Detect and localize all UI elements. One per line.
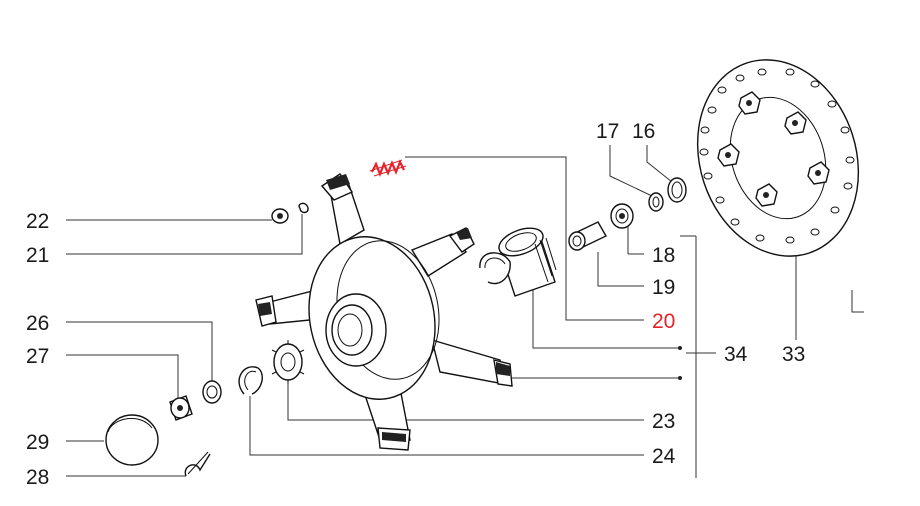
label-23: 23 [652, 410, 675, 433]
leader-16 [646, 145, 673, 183]
label-28: 28 [26, 466, 49, 489]
leader-34a [532, 290, 680, 349]
split-ring [479, 252, 511, 285]
label-16: 16 [632, 120, 655, 143]
leader-24 [249, 396, 644, 456]
nut-27 [169, 395, 193, 421]
gear-23 [271, 340, 305, 384]
disc-mount-bolts [717, 91, 830, 207]
spring-20 [369, 159, 407, 177]
sleeve-bushing [498, 227, 557, 297]
leader-17 [609, 145, 653, 197]
leader-dot-34a [678, 346, 682, 350]
label-29: 29 [26, 431, 49, 454]
nut-26 [202, 380, 222, 404]
bushing-19 [568, 221, 607, 251]
label-24: 24 [652, 445, 676, 468]
main-hub-spider [255, 173, 513, 451]
leader-19 [597, 252, 644, 287]
part-labels: 22 21 26 27 29 28 17 16 18 19 20 34 33 2… [26, 120, 805, 489]
label-18: 18 [652, 244, 675, 267]
leader-26 [66, 321, 213, 383]
circlip-16 [667, 177, 687, 203]
leader-dot-34b [678, 376, 682, 380]
pin-28 [184, 451, 211, 477]
leader-21 [66, 214, 303, 255]
leader-23 [287, 375, 644, 421]
label-19: 19 [652, 276, 675, 299]
leader-lines [66, 145, 864, 478]
label-17: 17 [596, 120, 619, 143]
label-21: 21 [26, 244, 49, 267]
circlip-24 [238, 366, 263, 395]
label-20: 20 [652, 310, 675, 333]
brake-disc [696, 59, 860, 257]
leader-27 [66, 354, 179, 402]
corner-mark [851, 290, 864, 313]
bearing-18 [610, 203, 634, 229]
leader-20 [405, 156, 644, 321]
label-34: 34 [724, 343, 748, 366]
washer-21 [298, 202, 309, 214]
cap-29 [105, 414, 159, 466]
nut-22 [271, 208, 289, 224]
label-33: 33 [782, 343, 805, 366]
label-27: 27 [26, 345, 49, 368]
label-26: 26 [26, 312, 49, 335]
label-22: 22 [26, 210, 49, 233]
washer-17 [648, 192, 664, 212]
